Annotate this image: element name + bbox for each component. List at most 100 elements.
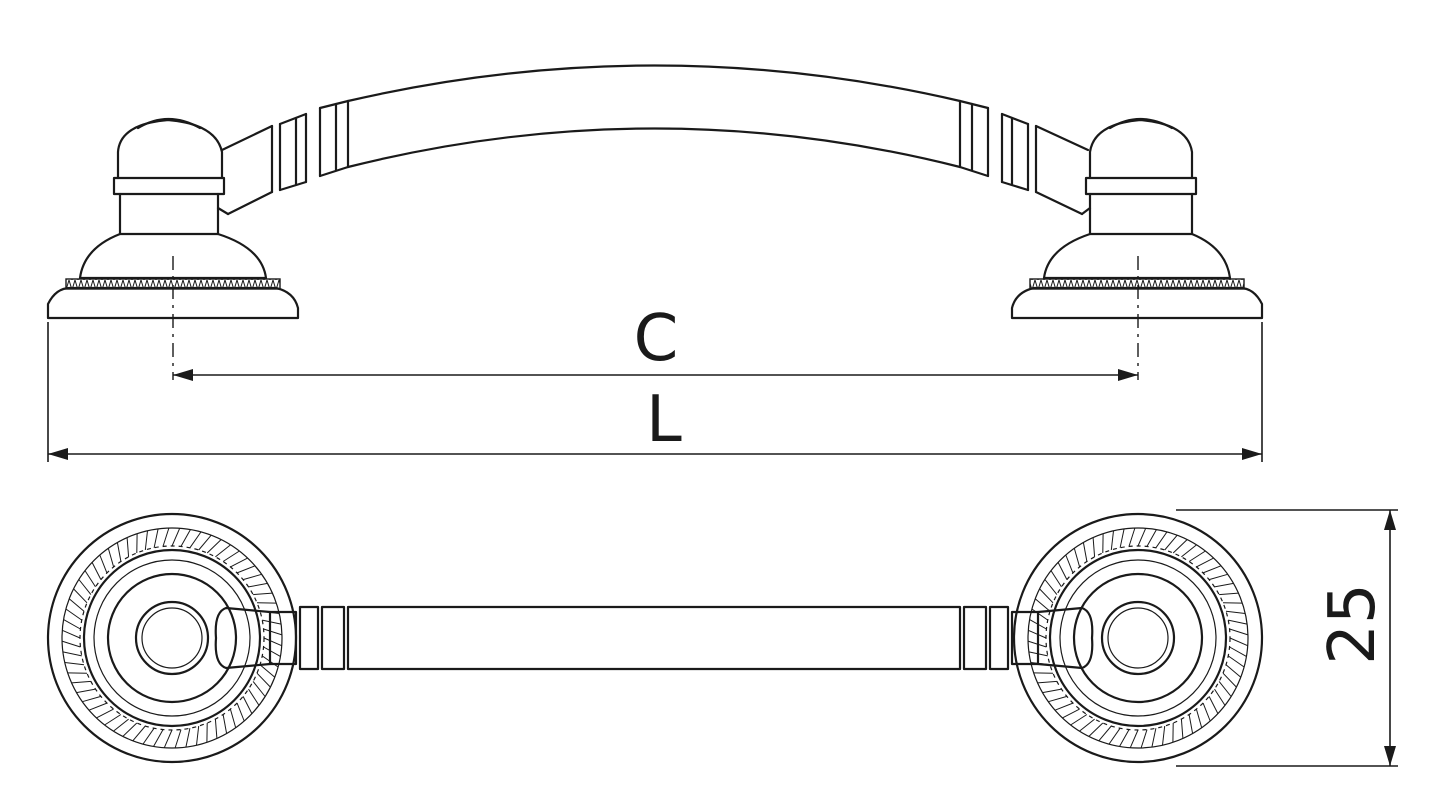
knurl-tick	[174, 729, 182, 749]
knurl-tick	[1129, 729, 1139, 748]
knurl-tick	[153, 528, 159, 548]
knurl-tick	[180, 529, 191, 547]
knurl-tick	[88, 702, 108, 711]
knurl-tick	[1208, 573, 1228, 581]
knurl-tick	[1202, 565, 1222, 574]
knurl-tick	[1196, 557, 1214, 568]
knurl-tick	[1073, 548, 1081, 568]
knurl-tick	[1188, 714, 1194, 734]
knurl-tick	[1028, 651, 1048, 657]
knurl-tick	[162, 527, 170, 547]
knurl-tick	[259, 664, 276, 678]
handle-bar-top	[214, 605, 1094, 671]
knurl-tick	[1227, 655, 1245, 668]
dimension-c: C	[173, 302, 1138, 381]
knurl-tick	[259, 610, 280, 614]
knurl-tick	[189, 531, 202, 549]
knurl-tick	[1229, 646, 1247, 657]
knurl-tick	[1092, 537, 1096, 557]
knurl-tick	[248, 688, 260, 706]
knurl-tick	[153, 729, 164, 747]
top-view: 25	[46, 509, 1398, 767]
knurl-tick	[64, 662, 85, 666]
knurl-tick	[1162, 725, 1166, 746]
knurl-tick	[263, 628, 283, 636]
knurl-tick	[1042, 688, 1062, 694]
knurl-tick	[68, 598, 85, 612]
dimension-l: L	[48, 383, 1262, 460]
knurl-tick	[163, 729, 173, 748]
knurl-tick	[242, 573, 262, 581]
knurl-tick	[1214, 582, 1234, 588]
knurl-tick	[248, 582, 268, 588]
knurl-tick	[62, 629, 81, 639]
right-post	[1010, 118, 1264, 320]
knurl-tick	[122, 722, 138, 737]
knurl-tick	[262, 619, 282, 625]
knurl-tick	[61, 640, 81, 648]
knurl-tick	[1229, 628, 1249, 636]
knurl-tick	[171, 528, 181, 547]
knurl-tick	[76, 688, 96, 694]
knurl-tick	[1054, 702, 1074, 711]
knurl-tick	[73, 588, 88, 604]
knurl-tick	[1119, 729, 1130, 747]
knurl-tick	[1225, 610, 1246, 614]
knurl-tick	[96, 708, 114, 719]
knurl-tick	[82, 695, 102, 703]
knurl-tick	[263, 637, 282, 647]
knurl-tick	[1172, 539, 1188, 554]
knurl-tick	[1208, 696, 1219, 714]
knurl-tick	[215, 544, 231, 558]
knurl-tick	[107, 548, 115, 568]
knurl-tick	[132, 725, 146, 742]
knurl-tick	[1034, 598, 1051, 612]
knurl-tick	[78, 579, 92, 595]
knurl-tick	[1062, 708, 1080, 719]
knurl-tick	[1037, 680, 1057, 684]
knurl-tick	[1222, 672, 1237, 688]
knurl-tick	[198, 534, 212, 551]
knurl-tick	[1048, 695, 1068, 703]
knurl-tick	[1128, 527, 1136, 547]
knurl-tick	[1110, 530, 1114, 551]
knurl-tick	[1164, 534, 1178, 551]
knurl-tick	[113, 718, 129, 732]
dimension-c-label: C	[634, 302, 679, 376]
knurl-tick	[1029, 619, 1047, 630]
knurl-tick	[1181, 544, 1197, 558]
knurl-tick	[1219, 592, 1239, 596]
knurl-tick	[229, 708, 237, 728]
knurl-tick	[242, 696, 253, 714]
knurl-tick	[236, 702, 245, 722]
knurl-tick	[1031, 608, 1049, 621]
knurl-tick	[1030, 662, 1051, 666]
knurl-tick	[222, 714, 228, 734]
knurl-tick	[1218, 681, 1232, 697]
knurl-tick	[1225, 664, 1242, 678]
knurl-tick	[1057, 562, 1068, 580]
knurl-tick	[1195, 708, 1203, 728]
knurl-tick	[65, 608, 83, 621]
knurl-tick	[91, 562, 102, 580]
dimension-l-label: L	[646, 383, 682, 457]
knurl-tick	[1155, 531, 1168, 549]
knurl-tick	[99, 554, 108, 574]
knurl-tick	[263, 646, 281, 657]
knurl-tick	[261, 655, 279, 668]
knurl-tick	[63, 619, 81, 630]
knurl-tick	[236, 565, 256, 574]
dimension-height-label: 25	[1316, 583, 1390, 664]
right-rosette	[1012, 512, 1264, 764]
knurl-tick	[1119, 528, 1125, 548]
knurl-tick	[185, 728, 191, 748]
knurl-tick	[1079, 718, 1095, 732]
knurl-tick	[1098, 725, 1112, 742]
knurl-tick	[256, 672, 271, 688]
knurl-tick	[196, 725, 200, 746]
front-view: C L	[46, 64, 1264, 462]
knurl-tick	[1137, 528, 1147, 547]
knurl-tick	[1214, 688, 1226, 706]
knurl-tick	[222, 550, 240, 562]
knurl-tick	[214, 719, 218, 739]
